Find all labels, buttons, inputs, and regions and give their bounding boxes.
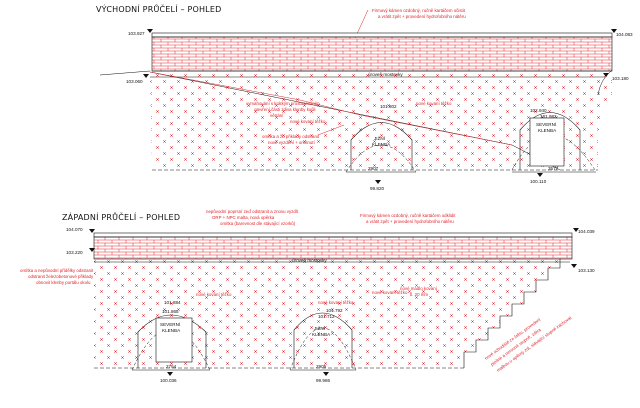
svg-text:Firmový kámen ozdobný, ručně k: Firmový kámen ozdobný, ručně kartáčem oč…: [372, 8, 466, 13]
east-dims: 2907 3577: [152, 166, 598, 173]
svg-text:104.083: 104.083: [616, 32, 633, 37]
svg-text:a vrátit zpět + provedení hydr: a vrátit zpět + provedení hydrofobního n…: [378, 14, 466, 19]
svg-text:KLENBA: KLENBA: [372, 142, 391, 147]
west-new-mortar: nové madlo kovaní tl. 20 mm: [400, 286, 438, 297]
svg-text:a vrátit zpět + provedení hydr: a vrátit zpět + provedení hydrofobního n…: [366, 219, 454, 224]
svg-text:101.802: 101.802: [380, 104, 397, 109]
svg-text:99.986: 99.986: [316, 378, 330, 383]
svg-text:KLENBA: KLENBA: [538, 128, 557, 133]
svg-text:103.130: 103.130: [578, 268, 595, 273]
west-note-left: omítka a nepůvodní přídělky odstranit od…: [20, 268, 94, 285]
svg-text:ORP + NPC malta, nová opěrka: ORP + NPC malta, nová opěrka: [212, 215, 275, 220]
west-dims: 2754 2905: [94, 364, 464, 371]
west-note-top-left: nepůvodní poprsní zeď odstranit a znovu …: [206, 209, 299, 226]
svg-text:nepůvodní poprsní zeď odstrani: nepůvodní poprsní zeď odstranit a znovu …: [206, 209, 299, 214]
svg-text:101.865: 101.865: [162, 309, 179, 314]
east-bridge-level-label: úroveň mostovky: [368, 72, 403, 77]
east-note-removal: omítka a žb přiklady odstranit nové vyzd…: [262, 124, 345, 145]
west-stairs: [463, 259, 561, 368]
svg-text:101.884: 101.884: [164, 300, 181, 305]
east-view: VÝCHODNÍ PRŮČELÍ – POHLED Firmový kámen …: [96, 3, 633, 191]
east-vault-mid: JIŽNÍ: [374, 134, 386, 141]
svg-text:obnovit klenby portálu okolu: obnovit klenby portálu okolu: [36, 280, 91, 285]
west-vault-left: SEVERNÍ: [160, 321, 181, 327]
west-brick-parapet: [93, 236, 573, 260]
svg-text:nové madlo kovaní: nové madlo kovaní: [400, 286, 438, 291]
svg-text:103.180: 103.180: [612, 76, 629, 81]
svg-text:odstranit železobetonové přikl: odstranit železobetonové přiklady: [28, 274, 94, 279]
svg-text:101.982: 101.982: [540, 114, 557, 119]
east-new-stone-left: nové kovaní těžko: [290, 119, 326, 124]
svg-text:104.039: 104.039: [578, 229, 595, 234]
west-note-top-right: Firmový kámen ozdobný, ručně kartáčem od…: [360, 213, 456, 224]
east-brick-parapet: [151, 36, 613, 72]
svg-text:KLENBA: KLENBA: [162, 328, 181, 333]
svg-text:nové vyzdění + omítnutí: nové vyzdění + omítnutí: [268, 140, 316, 145]
svg-text:2905: 2905: [316, 364, 327, 369]
east-new-stone-top: nové kovaní těžko: [416, 101, 452, 106]
east-note-left: vymahování s krátkým prostasováním otevř…: [246, 101, 320, 118]
west-new-stone-right: nové kovaní těžko: [372, 290, 408, 295]
svg-text:102.940: 102.940: [530, 108, 547, 113]
svg-text:Firmový kámen ozdobný, ručně k: Firmový kámen ozdobný, ručně kartáčem od…: [360, 213, 456, 218]
east-masonry-face: [150, 71, 612, 170]
west-new-stone-mid: nové kovaní těžko: [318, 300, 354, 305]
svg-text:100.110: 100.110: [530, 179, 547, 184]
svg-text:101.712: 101.712: [318, 314, 335, 319]
west-arch-left: [137, 314, 207, 368]
svg-text:3577: 3577: [548, 166, 559, 171]
west-coping: [93, 232, 573, 238]
east-arch-mid: [350, 122, 413, 170]
svg-text:101.792: 101.792: [326, 308, 343, 313]
east-arch-right: [519, 112, 581, 170]
svg-text:2754: 2754: [166, 364, 177, 369]
svg-text:vymahování s krátkým prostasov: vymahování s krátkým prostasováním: [246, 101, 320, 106]
svg-text:103.060: 103.060: [126, 79, 143, 84]
svg-text:omítka (barevnost dle stávajíc: omítka (barevnost dle stávající vzorků): [220, 221, 296, 226]
west-new-stone-left: nové kovaní těžko: [196, 292, 232, 297]
svg-text:omítka a nepůvodní přídělky od: omítka a nepůvodní přídělky odstranit: [20, 268, 94, 273]
east-levels: 103.927 103.060 104.083 103.180 101.802 …: [126, 29, 633, 191]
svg-text:2907: 2907: [368, 166, 379, 171]
svg-text:KLENBA: KLENBA: [312, 332, 331, 337]
svg-text:otevření části zdiva klenby kv: otevření části zdiva klenby kvůli: [254, 107, 316, 112]
west-levels: 104.070 103.220 104.039 103.130 101.884 …: [66, 227, 595, 383]
svg-text:103.927: 103.927: [128, 31, 145, 36]
east-coping: [151, 32, 613, 38]
west-view: ZÁPADNÍ PRŮČELÍ – POHLED nepůvodní poprs…: [20, 209, 595, 383]
east-vault-right: SEVERNÍ: [536, 121, 557, 127]
west-view-title: ZÁPADNÍ PRŮČELÍ – POHLED: [62, 211, 180, 222]
svg-text:99.820: 99.820: [370, 186, 384, 191]
svg-text:103.220: 103.220: [66, 250, 83, 255]
east-view-title: VÝCHODNÍ PRŮČELÍ – POHLED: [96, 3, 221, 14]
svg-text:100.036: 100.036: [160, 378, 177, 383]
svg-text:větrání: větrání: [270, 113, 284, 118]
west-vault-mid: JIŽNÍ: [314, 324, 326, 331]
west-arch-mid: [293, 312, 353, 368]
svg-text:tl. 20 mm: tl. 20 mm: [410, 292, 428, 297]
svg-text:104.070: 104.070: [66, 227, 83, 232]
svg-text:omítka a žb přiklady odstranit: omítka a žb přiklady odstranit: [262, 134, 320, 139]
west-bridge-level-label: úroveň mostovky: [292, 258, 327, 263]
